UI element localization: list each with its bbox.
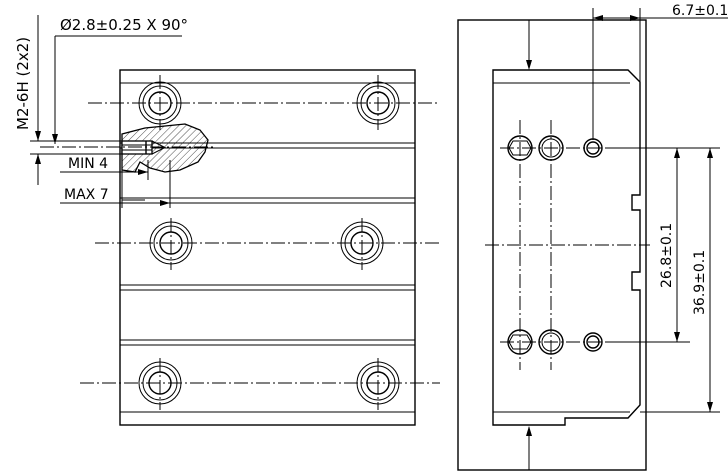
thread-label: M2-6H (2x2) <box>14 37 32 130</box>
mounting-hole <box>356 361 400 405</box>
hole-pair-top <box>507 135 564 161</box>
left-body-outline <box>119 69 416 426</box>
dim-top-label: 6.7±0.1 <box>672 3 728 19</box>
threaded-hole <box>583 332 603 352</box>
mounting-hole <box>138 361 182 405</box>
dim-outer-label: 36.9±0.1 <box>692 250 708 315</box>
left-view <box>30 15 440 426</box>
max-depth-label: MAX 7 <box>64 187 109 203</box>
mounting-hole <box>356 81 400 125</box>
mounting-hole <box>340 221 384 265</box>
hole-pair-bottom <box>507 329 564 355</box>
right-view <box>457 8 728 471</box>
chamfer-label: Ø2.8±0.25 X 90° <box>60 16 188 34</box>
mounting-hole <box>149 221 193 265</box>
right-body-outline <box>492 69 641 426</box>
min-depth-label: MIN 4 <box>68 156 108 172</box>
mounting-hole <box>138 81 182 125</box>
dim-inner-label: 26.8±0.1 <box>659 223 675 288</box>
